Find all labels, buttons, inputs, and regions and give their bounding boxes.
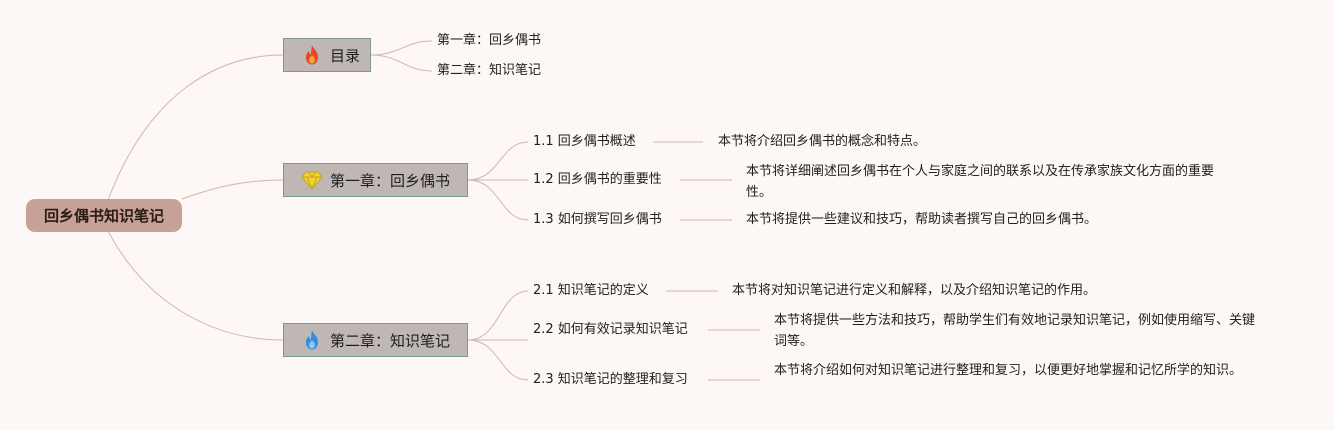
toc-label: 目录: [330, 46, 361, 65]
section-title[interactable]: 2.1 知识笔记的定义: [533, 283, 649, 298]
section-title[interactable]: 1.1 回乡偶书概述: [533, 134, 636, 149]
section-title[interactable]: 2.2 如何有效记录知识笔记: [533, 322, 688, 337]
section-title[interactable]: 1.2 回乡偶书的重要性: [533, 172, 662, 187]
chapter2-label: 第二章：知识笔记: [330, 331, 451, 350]
section-title[interactable]: 1.3 如何撰写回乡偶书: [533, 212, 662, 227]
toc-item[interactable]: 第二章：知识笔记: [437, 63, 542, 78]
fire-icon: [300, 43, 324, 67]
section-description: 本节将提供一些方法和技巧，帮助学生们有效地记录知识笔记，例如使用缩写、关键词等。: [774, 313, 1256, 349]
chapter1-label: 第一章：回乡偶书: [330, 171, 451, 190]
section-description: 本节将提供一些建议和技巧，帮助读者撰写自己的回乡偶书。: [746, 212, 1098, 227]
section-description: 本节将介绍回乡偶书的概念和特点。: [718, 134, 927, 149]
section-description: 本节将对知识笔记进行定义和解释，以及介绍知识笔记的作用。: [732, 283, 1097, 298]
root-label: 回乡偶书知识笔记: [43, 207, 164, 225]
section-description: 本节将详细阐述回乡偶书在个人与家庭之间的联系以及在传承家族文化方面的重要性。: [746, 164, 1215, 200]
section-title[interactable]: 2.3 知识笔记的整理和复习: [533, 372, 688, 387]
root-node[interactable]: 回乡偶书知识笔记: [26, 199, 182, 232]
toc-node[interactable]: 目录: [283, 38, 371, 72]
section-description: 本节将介绍如何对知识笔记进行整理和复习，以便更好地掌握和记忆所学的知识。: [774, 363, 1243, 378]
chapter2-node[interactable]: 第二章：知识笔记: [283, 323, 468, 357]
water-drop-icon: [300, 328, 324, 352]
chapter1-node[interactable]: 第一章：回乡偶书: [283, 163, 468, 197]
toc-item[interactable]: 第一章：回乡偶书: [437, 33, 542, 48]
gem-icon: [300, 168, 324, 192]
